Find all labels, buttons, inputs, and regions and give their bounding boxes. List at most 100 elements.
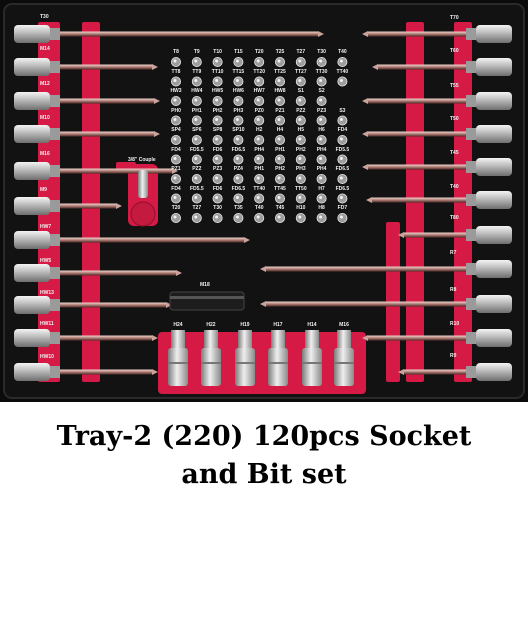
bit: [170, 57, 181, 68]
bit: [254, 193, 265, 204]
bit: [212, 134, 223, 145]
bit-label: FD6.5: [335, 185, 350, 192]
bit: [191, 193, 202, 204]
bit-label: TT20: [253, 68, 266, 75]
right-bit-socket: [398, 363, 512, 381]
bit: [274, 57, 285, 68]
bit: [274, 96, 285, 107]
bit: [233, 115, 244, 126]
bit-label: SP6: [192, 127, 202, 133]
bit: [254, 57, 265, 68]
stubby-socket-label: H14: [307, 322, 317, 328]
adapter-label: 3/8" Couple: [128, 157, 156, 163]
left-socket-label: HW5: [40, 258, 52, 264]
bit: [212, 154, 223, 165]
bit: [233, 134, 244, 145]
stubby-socket-label: H17: [273, 322, 283, 328]
bit: [337, 57, 348, 68]
bit: [191, 76, 202, 87]
bit-label: TT25: [274, 68, 286, 75]
bit: [233, 76, 244, 87]
bit: [170, 96, 181, 107]
stubby-socket: [268, 330, 288, 386]
bit: [212, 76, 223, 87]
bit-label: T15: [234, 49, 243, 55]
bit-label: T40: [254, 205, 264, 211]
bit-label: HW7: [253, 88, 265, 94]
bit: [212, 96, 223, 107]
stubby-socket-label: H19: [240, 322, 250, 328]
right-bit-socket: [362, 158, 512, 176]
bit: [274, 173, 285, 184]
bit-label: TT15: [232, 68, 245, 75]
bit-label: PZ2: [296, 107, 306, 114]
bit: [191, 96, 202, 107]
bit-label: FD4: [171, 185, 181, 192]
bit-label: S1: [297, 88, 304, 94]
bit-label: PH3: [295, 166, 306, 172]
bit: [295, 154, 306, 165]
bit: [274, 212, 285, 223]
bit-label: HW5: [212, 88, 224, 94]
bit-label: TT27: [294, 68, 307, 75]
bit-label: H6: [318, 127, 325, 133]
right-bit-socket: [398, 226, 512, 244]
bit-label: PH1: [191, 107, 202, 114]
left-bit-socket: [14, 296, 172, 314]
bit-label: H2: [255, 127, 263, 133]
bit-label: H4: [276, 127, 284, 133]
bit-label: T20: [254, 49, 264, 55]
left-bit-socket: [14, 231, 250, 249]
left-bit-socket: [14, 92, 160, 110]
bit: [295, 76, 306, 87]
left-bit-socket: [14, 264, 182, 282]
bit: [212, 193, 223, 204]
bit-label: H8: [318, 205, 325, 211]
bit: [316, 76, 327, 87]
bit: [254, 96, 265, 107]
bit: [233, 57, 244, 68]
right-socket-label: T50: [450, 116, 459, 122]
bit-label: PH4: [316, 146, 327, 153]
bit-label: H5: [297, 127, 304, 133]
bit-label: FD4: [171, 146, 181, 153]
left-socket-label: HW13: [40, 290, 54, 296]
bit-label: T35: [234, 205, 243, 211]
left-bit-socket: [14, 363, 158, 381]
bit: [316, 193, 327, 204]
bit-label: FD5.5: [335, 146, 350, 153]
bit: [233, 173, 244, 184]
bit-label: PH2: [295, 146, 306, 153]
left-bit-socket: [14, 197, 122, 215]
bit-label: TT30: [315, 68, 328, 75]
bit-label: PH1: [254, 166, 265, 172]
bit-label: HW4: [191, 88, 203, 94]
right-socket-label: R7: [450, 250, 457, 256]
left-bit-socket: [14, 125, 160, 143]
left-socket-label: M12: [40, 81, 50, 87]
bit-label: H7: [318, 185, 325, 192]
bit-label: PZ2: [192, 166, 202, 172]
bit: [233, 96, 244, 107]
bit-label: T10: [213, 49, 222, 55]
right-bit-socket: [362, 25, 512, 43]
bit-label: PZ1: [275, 107, 285, 114]
left-bit-socket: [14, 58, 158, 76]
bit: [274, 193, 285, 204]
bit: [274, 154, 285, 165]
right-socket-label: T55: [450, 83, 459, 89]
bit: [233, 193, 244, 204]
bit: [316, 57, 327, 68]
bit: [191, 212, 202, 223]
bit-label: PH2: [275, 166, 285, 172]
m18-holder: [169, 291, 245, 311]
bit-label: TT50: [294, 185, 307, 192]
stubby-socket: [168, 330, 188, 386]
bit-label: T30: [317, 49, 326, 55]
stubby-socket-label: H22: [206, 322, 216, 328]
bit-label: PZ4: [233, 166, 243, 172]
left-socket-label: M14: [40, 46, 50, 52]
bit: [212, 173, 223, 184]
stubby-socket: [201, 330, 221, 386]
bit-label: SP10: [232, 127, 245, 133]
